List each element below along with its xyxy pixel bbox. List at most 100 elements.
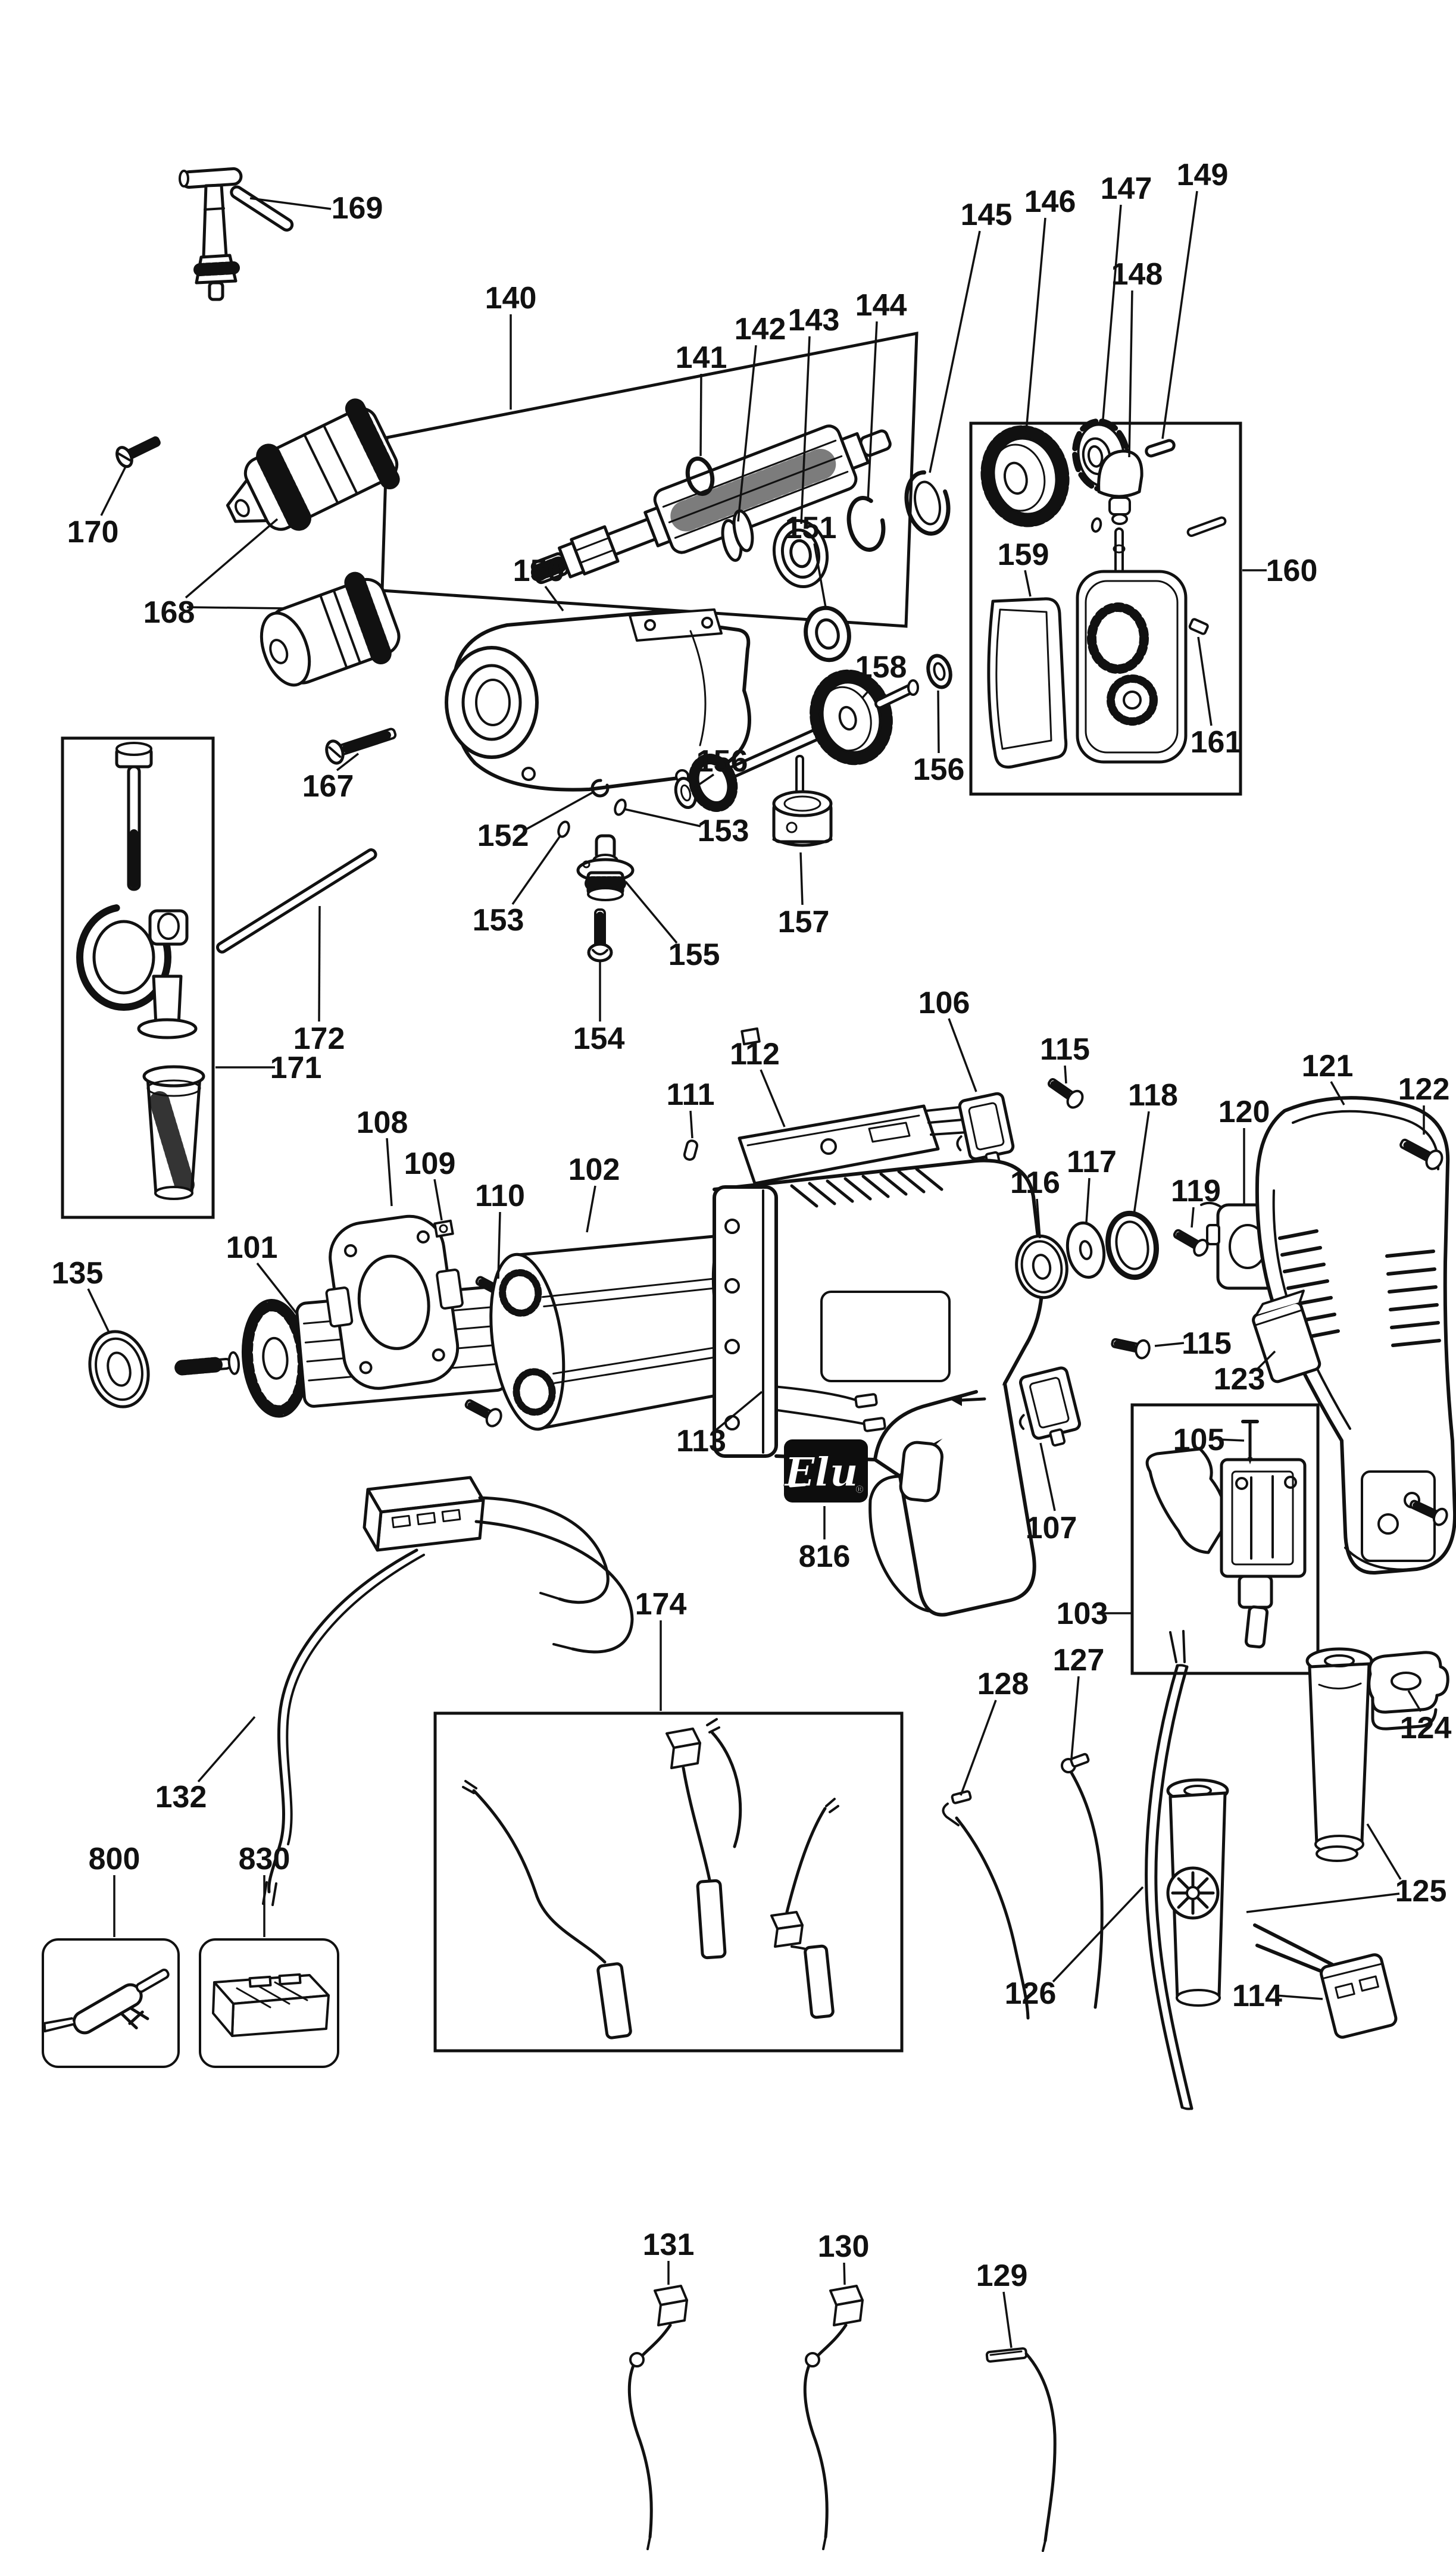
part-label-125: 125 <box>1246 1823 1447 1913</box>
part-label-146: 146 <box>1024 185 1076 432</box>
part-number-115a: 115 <box>1040 1032 1090 1067</box>
part-label-105: 105 <box>1173 1423 1245 1457</box>
part-label-143: 143 <box>788 303 839 524</box>
part-label-107: 107 <box>1026 1442 1077 1545</box>
part-label-120: 120 <box>1218 1095 1270 1204</box>
part-label-128: 128 <box>960 1667 1029 1796</box>
wire-130-drawing <box>803 2285 864 2550</box>
leader-line-112 <box>760 1069 786 1127</box>
group-boxes <box>42 331 1320 2068</box>
part-number-125: 125 <box>1395 1874 1447 1908</box>
part-label-126: 126 <box>1005 1886 1144 2011</box>
part-number-128: 128 <box>977 1667 1029 1701</box>
leader-line-158 <box>861 682 877 699</box>
leader-line-130 <box>843 2262 846 2285</box>
part-number-119: 119 <box>1171 1174 1221 1208</box>
gear-146-drawing <box>980 425 1070 527</box>
part-number-111: 111 <box>666 1077 714 1112</box>
keyed-chuck-drawing <box>226 398 400 531</box>
part-number-146: 146 <box>1024 185 1076 219</box>
screw-167-drawing <box>325 727 397 765</box>
oring-141-drawing <box>685 456 715 496</box>
part-label-156a: 156 <box>692 744 748 790</box>
part-label-144: 144 <box>855 288 907 502</box>
brush-set-a-drawing <box>462 1780 632 2039</box>
clutch-drum-157-drawing <box>772 755 833 847</box>
brush-set-c-drawing <box>770 1798 839 2019</box>
part-number-130: 130 <box>818 2229 870 2264</box>
part-label-121: 121 <box>1302 1049 1353 1105</box>
part-label-123: 123 <box>1214 1350 1276 1397</box>
leader-line-121 <box>1330 1081 1345 1105</box>
part-number-114: 114 <box>1232 1979 1282 2013</box>
part-number-172: 172 <box>293 1022 345 1056</box>
part-label-156b: 156 <box>913 690 964 787</box>
part-number-142: 142 <box>735 312 786 346</box>
part-number-174: 174 <box>635 1587 687 1622</box>
leader-line-125 <box>1246 1892 1400 1913</box>
part-number-109: 109 <box>404 1147 456 1181</box>
part-number-171: 171 <box>270 1051 322 1085</box>
part-label-106: 106 <box>918 986 977 1092</box>
leader-line-148 <box>1128 290 1133 458</box>
keyless-chuck-drawing <box>260 571 401 687</box>
screw-154-drawing <box>587 908 613 963</box>
part-label-168: 168 <box>143 518 286 630</box>
leader-line-109 <box>433 1179 443 1221</box>
leader-line-106 <box>948 1018 977 1092</box>
leader-line-126 <box>1052 1886 1144 1983</box>
part-number-156a: 156 <box>696 744 748 779</box>
leader-line-117 <box>1085 1177 1091 1223</box>
leader-line-107 <box>1039 1442 1056 1511</box>
leader-line-168 <box>185 518 279 599</box>
leader-line-144 <box>867 321 878 502</box>
part-label-153b: 153 <box>473 834 562 938</box>
part-number-158: 158 <box>855 650 907 685</box>
leader-line-116 <box>1036 1198 1041 1239</box>
screw-115b-drawing <box>1111 1338 1151 1360</box>
part-number-159: 159 <box>998 538 1049 572</box>
part-number-170: 170 <box>67 515 119 549</box>
brand-logo-text: Elu <box>783 1449 858 1495</box>
part-number-147: 147 <box>1101 171 1152 206</box>
part-number-148: 148 <box>1111 257 1163 292</box>
part-label-148: 148 <box>1111 257 1163 458</box>
leader-line-127 <box>1070 1676 1080 1759</box>
lube-tool-800-drawing <box>43 1969 170 2035</box>
circlip-152-drawing <box>590 779 610 798</box>
plunger-153a-drawing <box>614 798 627 816</box>
part-number-108: 108 <box>357 1105 408 1140</box>
part-number-150: 150 <box>513 554 565 588</box>
parts-layer: Elu ® <box>43 167 1456 2552</box>
part-number-101: 101 <box>226 1230 278 1265</box>
part-number-157: 157 <box>778 905 830 939</box>
part-label-135: 135 <box>52 1256 111 1334</box>
part-label-149: 149 <box>1161 158 1228 439</box>
part-number-169: 169 <box>332 191 383 226</box>
part-label-131: 131 <box>643 2228 694 2285</box>
part-label-122: 122 <box>1398 1072 1449 1135</box>
screw-handle-bottom-drawing <box>1409 1500 1448 1526</box>
part-label-142: 142 <box>735 312 786 522</box>
part-number-105: 105 <box>1173 1423 1225 1457</box>
field-102-drawing <box>489 1233 760 1431</box>
leader-line-123 <box>1256 1350 1276 1370</box>
part-label-160: 160 <box>1242 554 1317 588</box>
leader-line-110 <box>497 1211 501 1279</box>
box-spindle-assembly-140 <box>380 331 918 628</box>
part-number-155: 155 <box>668 938 720 972</box>
part-number-126: 126 <box>1005 1976 1057 2011</box>
part-label-161: 161 <box>1191 636 1242 760</box>
part-label-101: 101 <box>226 1230 298 1314</box>
part-number-141: 141 <box>676 341 727 375</box>
side-handle-171-drawing <box>76 742 205 1200</box>
leader-line-118 <box>1133 1111 1150 1215</box>
part-label-130: 130 <box>818 2229 870 2285</box>
cable-126-drawing <box>1145 1630 1193 2110</box>
box-accessory-800 <box>42 1938 180 2068</box>
box-side-handle-171 <box>61 736 215 1219</box>
leader-line-114 <box>1275 1994 1323 2000</box>
leader-line-143 <box>800 336 811 524</box>
part-number-145: 145 <box>961 198 1013 232</box>
